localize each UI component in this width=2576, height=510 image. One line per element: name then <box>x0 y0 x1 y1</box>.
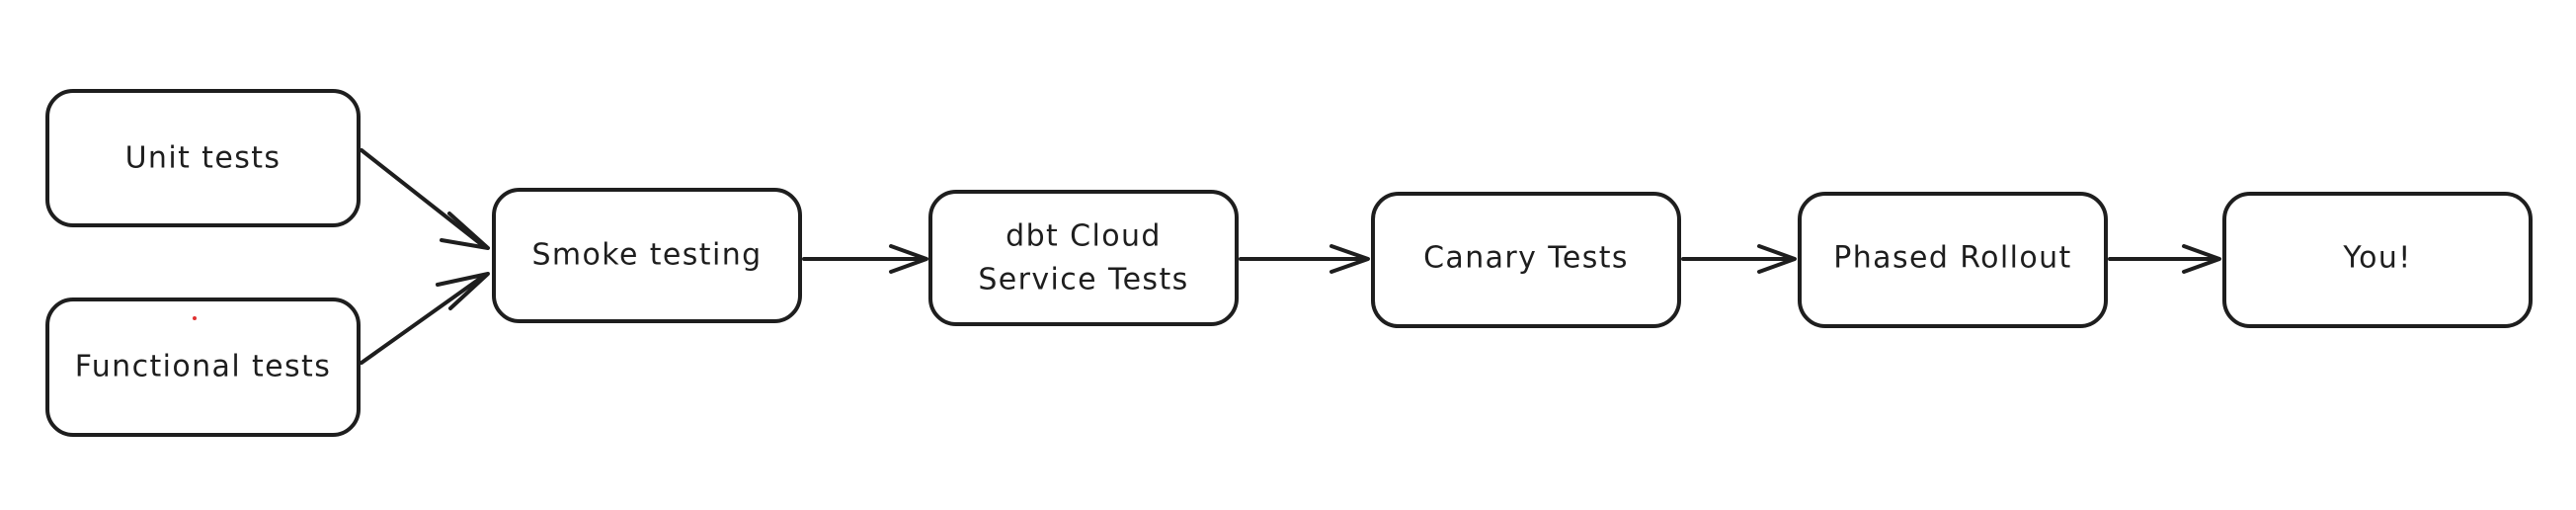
node-smoke-testing-shape[interactable] <box>492 188 802 323</box>
node-you-label: You! <box>2342 241 2411 276</box>
node-functional-tests[interactable]: Functional tests <box>45 298 361 437</box>
node-dbt-cloud-service-tests-label-line2: Service Tests <box>978 263 1188 298</box>
node-functional-tests-label: Functional tests <box>75 350 332 384</box>
node-unit-tests-label: Unit tests <box>125 141 282 176</box>
edge-canary-to-phased <box>1681 244 1797 274</box>
edge-smoke-to-dbt-arrowhead <box>889 244 928 274</box>
node-unit-tests-shape[interactable] <box>45 89 361 227</box>
node-dbt-cloud-service-tests-shape[interactable] <box>928 190 1239 326</box>
node-phased-rollout-shape[interactable] <box>1798 192 2108 328</box>
node-dbt-cloud-service-tests-label-line1: dbt Cloud <box>1006 219 1162 254</box>
edge-functional-to-smoke <box>360 272 490 365</box>
node-phased-rollout-label: Phased Rollout <box>1833 241 2071 276</box>
node-canary-tests-shape[interactable] <box>1371 192 1681 328</box>
edge-canary-to-phased-arrowhead <box>1757 244 1797 274</box>
edge-unit-to-smoke <box>360 148 490 250</box>
edge-phased-to-you-arrowhead <box>2182 244 2221 274</box>
node-you-shape[interactable] <box>2222 192 2533 328</box>
edge-unit-to-smoke-line <box>360 148 483 246</box>
node-dbt-cloud-service-tests[interactable]: dbt Cloud Service Tests <box>928 190 1239 326</box>
edge-dbt-to-canary <box>1239 244 1370 274</box>
node-canary-tests-label: Canary Tests <box>1423 241 1629 276</box>
node-smoke-testing-label: Smoke testing <box>531 238 762 273</box>
red-speck-artifact <box>193 316 197 320</box>
edge-functional-to-smoke-arrowhead <box>436 272 490 310</box>
node-canary-tests[interactable]: Canary Tests <box>1371 192 1681 328</box>
edge-dbt-to-canary-arrowhead <box>1329 244 1370 274</box>
node-unit-tests[interactable]: Unit tests <box>45 89 361 227</box>
edge-unit-to-smoke-arrowhead <box>440 212 490 250</box>
edge-phased-to-you <box>2108 244 2221 274</box>
node-functional-tests-shape[interactable] <box>45 298 361 437</box>
node-smoke-testing[interactable]: Smoke testing <box>492 188 802 323</box>
node-you[interactable]: You! <box>2222 192 2533 328</box>
node-phased-rollout[interactable]: Phased Rollout <box>1798 192 2108 328</box>
edge-smoke-to-dbt <box>802 244 928 274</box>
edge-functional-to-smoke-line <box>360 276 483 365</box>
